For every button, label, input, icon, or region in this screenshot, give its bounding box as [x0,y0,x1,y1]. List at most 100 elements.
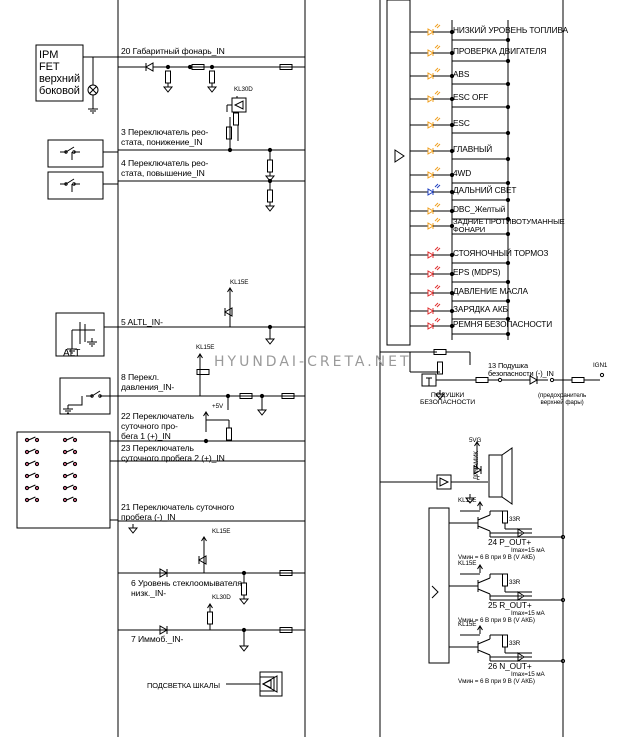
switch-lever [28,448,36,453]
output-resistor-1: 33R [509,579,521,586]
lamp-led-rays [434,44,441,50]
rheostat-switch-down-box [47,139,104,168]
ipm-fet-box-label: IPM FET верхний боковой [39,49,80,97]
resistor [196,369,210,375]
switch-lever [28,484,36,489]
lamp-label-14: РЕМНЯ БЕЗОПАСНОСТИ [453,319,553,329]
lamp-label-4: ESC [453,118,470,128]
lamp-led-rays [434,246,441,252]
lamp-led-icon [427,171,434,179]
output-imax-0: Imax=15 мА [511,547,545,554]
lamp-label-6: 4WD [453,168,472,178]
ground-symbol [63,405,73,414]
ground-symbol [238,642,250,652]
resistor [267,159,273,173]
supply-kl30d-a: KL30D [234,86,253,93]
trip-switch-matrix [16,431,111,529]
airbag-label: ПОДУШКИ БЕЗОПАСНОСТИ [420,392,476,406]
resistor [165,70,171,84]
switch-lever [28,472,36,477]
output-bus-block [428,507,450,664]
switch-contact [24,473,30,479]
switch-lever [28,496,36,501]
ground-symbol [264,172,276,182]
output-transistor [477,638,491,656]
lamp-label-1: ПРОВЕРКА ДВИГАТЕЛЯ [453,46,547,56]
lamp-led-icon [427,307,434,315]
junction-dot [209,64,215,70]
switch-lever [66,460,74,465]
supply-arrow [477,625,483,634]
supply-arrow [207,603,213,612]
lamp-led-icon [427,188,434,196]
lamp-label-10: СТОЯНОЧНЫЙ ТОРМОЗ [453,248,549,258]
input-label-7: 7 Иммоб._IN- [131,634,184,644]
lamp-led-rays [434,67,441,73]
switch-contact [72,497,78,503]
switch-contact [24,485,30,491]
lamp-label-2: ABS [453,69,470,79]
junction-dot [187,64,193,70]
lamp-led-rays [434,116,441,122]
resistor [233,112,239,126]
resistor [226,427,232,441]
supply-arrow [477,564,483,573]
switch-contact [72,150,76,154]
lamp-led-icon [427,322,434,330]
lamp-led-rays [434,23,441,29]
resistor [207,611,213,625]
lamp-label-13: ЗАРЯДКА АКБ [453,304,508,314]
lamp-label-11: EPS (MDPS) [453,267,501,277]
ground-symbol [464,494,476,504]
resistor [475,377,489,383]
lamp-label-9: ЗАДНИЕ ПРОТИВОТУМАННЫЕ ФОНАРИ [453,217,565,234]
supply-arrow [474,441,480,450]
switch-contact [34,485,40,491]
node [560,658,566,664]
speaker-cone [501,447,513,505]
resistor [209,70,215,84]
resistor [267,189,273,203]
ground-symbol [87,338,97,347]
output-supply-1: KL15E [458,560,477,567]
switch-contact [64,182,68,186]
switch-contact [34,449,40,455]
lamp-led-icon [427,251,434,259]
output-transistor [477,577,491,595]
ground-symbol [264,335,276,345]
lamp-led-icon [427,95,434,103]
lamp-label-8: DBC_Желтый [453,204,506,214]
switch [60,178,80,185]
speaker-symbol [488,454,503,498]
buffer-triangle [394,149,405,163]
switch-contact [62,473,68,479]
switch-contact [90,394,94,398]
switch-contact [62,437,68,443]
node [560,597,566,603]
lamp-led-rays [434,265,441,271]
input-label-21: 21 Переключатель суточного пробега (-)_I… [121,502,235,522]
resistor [226,126,232,140]
output-resistor-2: 33R [509,640,521,647]
supply-kl15e-b: KL15E [196,344,215,351]
switch [60,146,80,153]
lamp-led-rays [434,202,441,208]
resistor [241,582,247,596]
lamp-label-0: НИЗКИЙ УРОВЕНЬ ТОПЛИВА [453,25,569,35]
lamp-led-icon [427,28,434,36]
fuse-note: (предохранитель верхней фары) [538,392,587,406]
diode [144,62,154,72]
switch-lever [66,436,74,441]
switch-contact [24,497,30,503]
switch-contact [72,473,78,479]
lamp-led-icon [427,49,434,57]
node [549,377,555,383]
supply-kl15e-c: KL15E [212,528,231,535]
lamp-led-icon [427,207,434,215]
lamp-label-12: ДАВЛЕНИЕ МАСЛА [453,286,528,296]
switch-contact [62,485,68,491]
ground-symbol [162,83,174,93]
output-vmin-0: Vмин = 6 В при 9 В (V АКБ) [458,554,535,561]
lamp-led-rays [434,217,441,223]
lamp-led-rays [434,284,441,290]
